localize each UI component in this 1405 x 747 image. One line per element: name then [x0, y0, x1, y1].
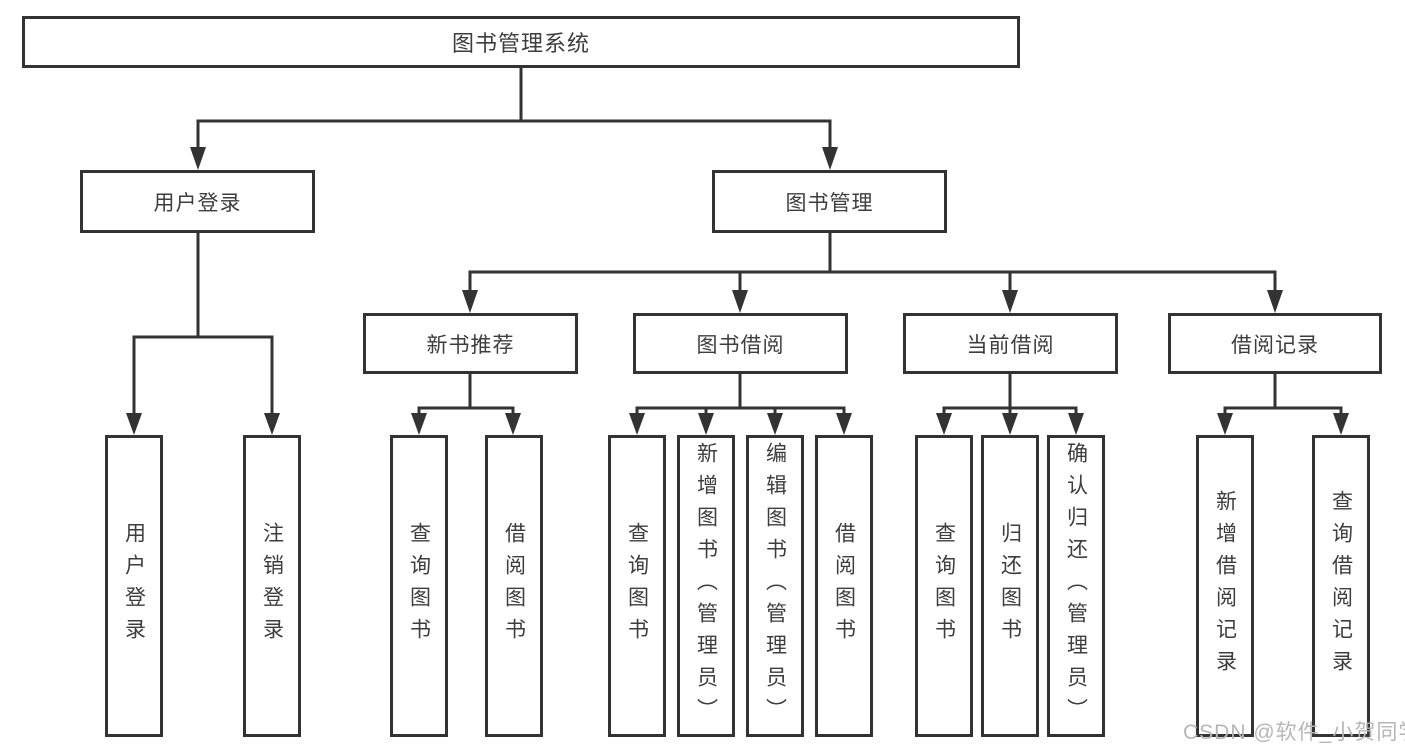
leaf-current-query-book: 查询图书: [915, 435, 973, 737]
leaf-query-borrow-record: 查询借阅记录: [1312, 435, 1370, 737]
leaf-add-book-admin: 新增图书（管理员）: [677, 435, 735, 737]
node-user-login: 用户登录: [80, 170, 315, 233]
leaf-borrow-query-book: 查询图书: [608, 435, 666, 737]
leaf-confirm-return-admin: 确认归还（管理员）: [1047, 435, 1105, 737]
node-borrow-records: 借阅记录: [1168, 313, 1382, 374]
leaf-rec-borrow-book-label: 借阅图书: [502, 522, 526, 650]
leaf-edit-book-admin-label: 编辑图书（管理员）: [763, 442, 787, 730]
leaf-return-book: 归还图书: [981, 435, 1039, 737]
node-root-system: 图书管理系统: [22, 16, 1020, 68]
leaf-edit-book-admin: 编辑图书（管理员）: [746, 435, 804, 737]
node-book-management: 图书管理: [712, 170, 947, 233]
leaf-user-login: 用户登录: [105, 435, 163, 737]
node-new-book-recommend: 新书推荐: [363, 313, 578, 374]
node-borrow-records-label: 借阅记录: [1231, 333, 1319, 357]
leaf-rec-borrow-book: 借阅图书: [485, 435, 543, 737]
leaf-add-borrow-record: 新增借阅记录: [1196, 435, 1254, 737]
leaf-logout: 注销登录: [243, 435, 301, 737]
leaf-rec-query-book-label: 查询图书: [407, 522, 431, 650]
leaf-logout-label: 注销登录: [260, 522, 284, 650]
node-book-borrow: 图书借阅: [633, 313, 848, 374]
node-new-book-recommend-label: 新书推荐: [426, 333, 515, 357]
node-current-borrow-label: 当前借阅: [966, 333, 1055, 357]
leaf-query-borrow-record-label: 查询借阅记录: [1329, 490, 1353, 682]
leaf-borrow-book: 借阅图书: [815, 435, 873, 737]
node-user-login-label: 用户登录: [153, 191, 242, 215]
node-current-borrow: 当前借阅: [903, 313, 1118, 374]
leaf-borrow-book-label: 借阅图书: [832, 522, 856, 650]
arrowheads: [126, 147, 1349, 435]
leaf-confirm-return-admin-label: 确认归还（管理员）: [1064, 442, 1088, 730]
node-book-management-label: 图书管理: [785, 191, 874, 215]
leaf-user-login-label: 用户登录: [122, 522, 146, 650]
leaf-borrow-query-book-label: 查询图书: [625, 522, 649, 650]
leaf-current-query-book-label: 查询图书: [932, 522, 956, 650]
csdn-watermark: CSDN @软件_小贺同学: [1183, 721, 1405, 744]
node-book-borrow-label: 图书借阅: [696, 333, 785, 357]
leaf-add-book-admin-label: 新增图书（管理员）: [694, 442, 718, 730]
leaf-add-borrow-record-label: 新增借阅记录: [1213, 490, 1237, 682]
leaf-return-book-label: 归还图书: [998, 522, 1022, 650]
leaf-rec-query-book: 查询图书: [390, 435, 448, 737]
node-root-label: 图书管理系统: [451, 31, 590, 56]
